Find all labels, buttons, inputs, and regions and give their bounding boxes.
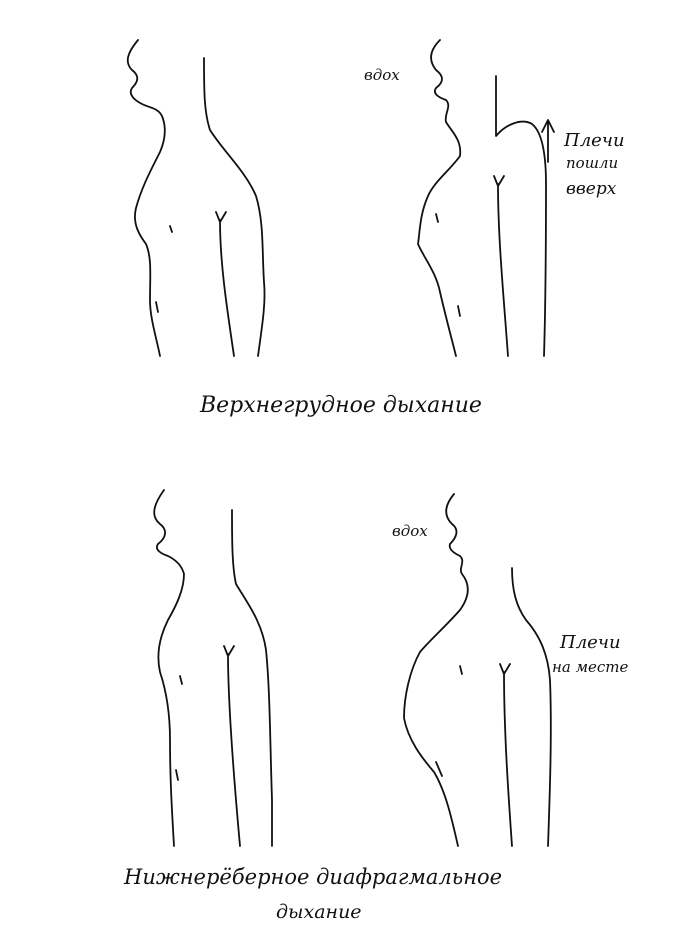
bottom-caption-line1: Нижнерёберное диафрагмальное [123,865,502,889]
top-shoulders-label-line3: вверх [566,179,617,199]
top-inhale-label: вдох [364,66,400,84]
top-shoulders-label-line1: Плечи [563,130,625,151]
bottom-shoulders-label-line2: на месте [552,658,629,676]
bottom-right-figure-inhale [404,494,551,846]
top-shoulders-label-line2: пошли [566,154,618,172]
top-right-figure-inhale [418,40,554,356]
bottom-shoulders-label-line1: Плечи [559,632,621,653]
bottom-caption-line2: дыхание [276,901,362,923]
bottom-inhale-label: вдох [392,522,428,540]
top-caption: Верхнегрудное дыхание [199,393,482,418]
bottom-left-figure-neutral [154,490,272,846]
top-left-figure-neutral [128,40,265,356]
